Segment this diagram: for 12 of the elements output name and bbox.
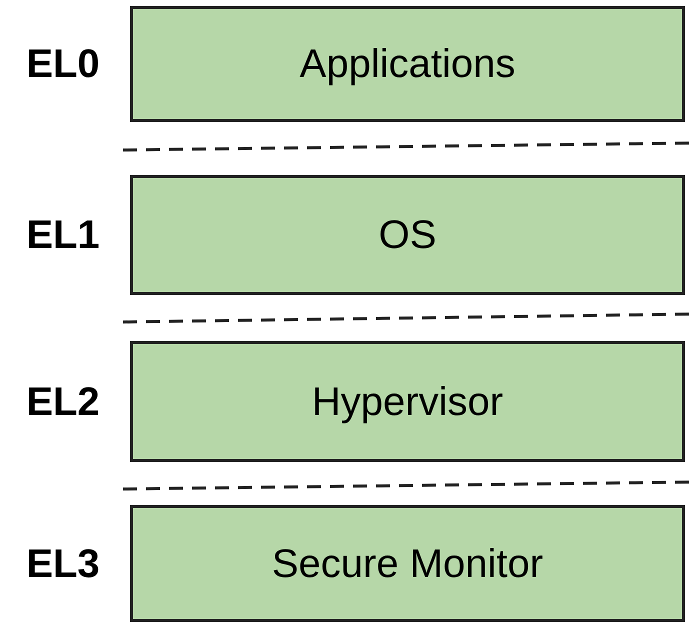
level-box (130, 505, 685, 622)
box-label: Hypervisor (312, 378, 504, 426)
level-box (130, 175, 685, 295)
box-label: Applications (300, 41, 516, 88)
level-box (130, 6, 685, 122)
exception-level-label: EL3 (25, 544, 101, 584)
exception-level-label: EL2 (25, 382, 101, 422)
box-label: Secure Monitor (272, 540, 544, 588)
level-box (130, 341, 685, 462)
exception-level-label: EL1 (25, 215, 101, 255)
exception-level-label: EL0 (25, 44, 101, 84)
box-label: OS (378, 212, 436, 259)
